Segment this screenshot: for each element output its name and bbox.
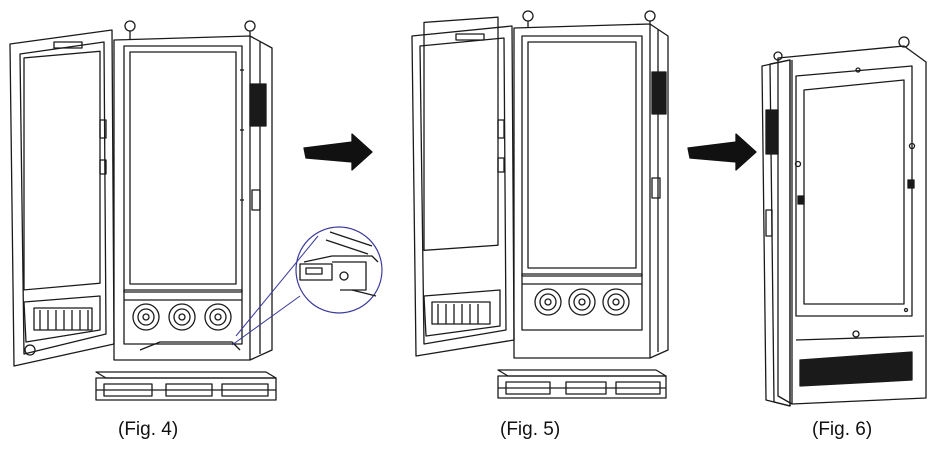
- fig4-detail-callout: [231, 226, 383, 346]
- fan-icon: [602, 288, 630, 316]
- fig5-pallet: [497, 369, 667, 399]
- fan-icon: [168, 303, 196, 331]
- fig5-cabinet-closing: [411, 10, 669, 399]
- fig4-open-door: [9, 29, 115, 367]
- right-arrow-icon: [687, 133, 757, 171]
- fan-icon: [568, 288, 596, 316]
- fig4-pallet: [95, 371, 277, 401]
- fig6-cabinet-closed: [761, 36, 927, 407]
- fig4-fan-row: [132, 303, 232, 331]
- fan-icon: [534, 288, 562, 316]
- fig4-cabinet-open: [9, 20, 383, 401]
- fig5-cabinet-body: [513, 10, 669, 359]
- fan-icon: [132, 303, 160, 331]
- fig5-fan-row: [534, 288, 630, 316]
- fig6-caption: (Fig. 6): [812, 419, 873, 440]
- fan-icon: [204, 303, 232, 331]
- fig5-open-door: [411, 16, 515, 357]
- right-arrow-icon: [303, 133, 373, 171]
- fig4-caption: (Fig. 4): [118, 419, 179, 440]
- fig6-bottom-vent: [799, 351, 913, 387]
- fig4-cabinet-body: [113, 20, 273, 361]
- fig5-caption: (Fig. 5): [500, 419, 561, 440]
